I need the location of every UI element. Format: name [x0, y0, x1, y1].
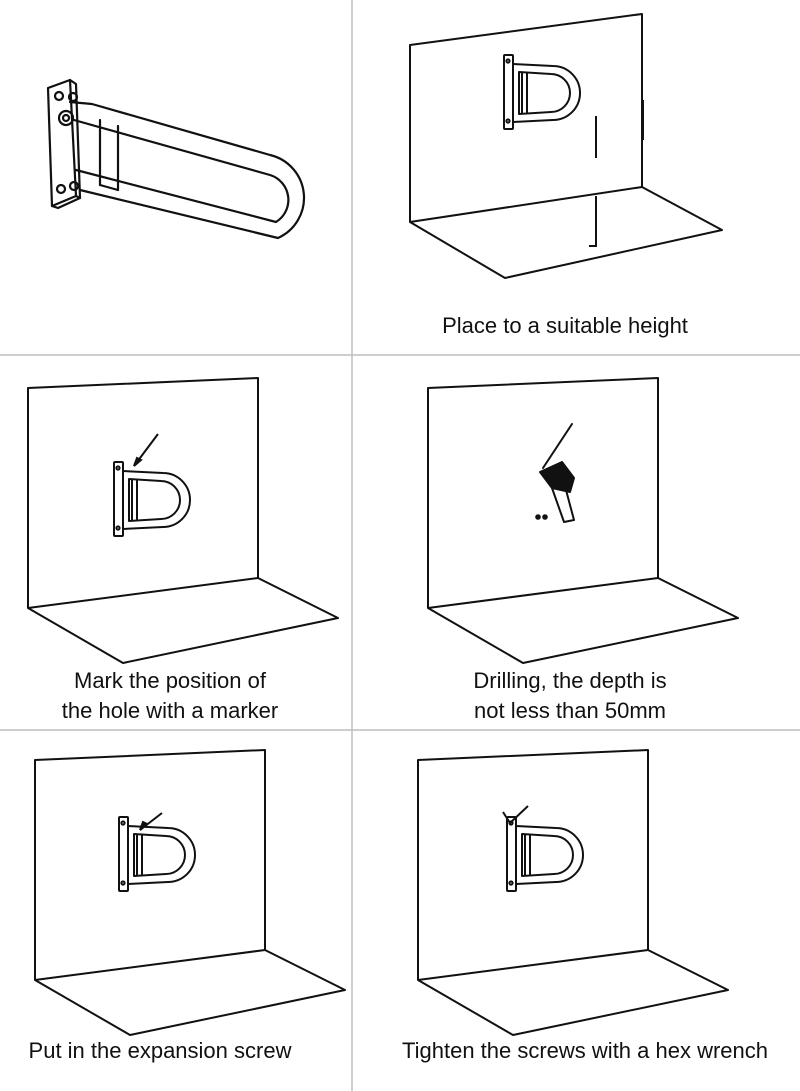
wall-corner-drill	[427, 377, 739, 664]
hex-wrench-icon	[502, 805, 529, 824]
grab-bar-product-illustration	[46, 78, 306, 240]
height-guide-lines	[589, 100, 644, 247]
expansion-screw-icon	[139, 812, 163, 831]
wall-corner-mark	[27, 377, 339, 664]
caption-expansion-screw: Put in the expansion screw	[28, 1038, 292, 1063]
grab-bar-screw	[118, 816, 196, 892]
marker-pen-icon	[133, 433, 159, 467]
caption-place-height: Place to a suitable height	[442, 313, 688, 338]
wall-corner-place	[409, 13, 723, 279]
wall-corner-screw	[34, 749, 346, 1036]
caption-tighten-screws: Tighten the screws with a hex wrench	[401, 1038, 769, 1063]
drill-icon	[535, 423, 575, 523]
wall-corner-tighten	[417, 749, 729, 1036]
grab-bar-mark	[113, 461, 191, 537]
grab-bar-placed	[503, 54, 581, 130]
grab-bar-tighten	[506, 816, 584, 892]
